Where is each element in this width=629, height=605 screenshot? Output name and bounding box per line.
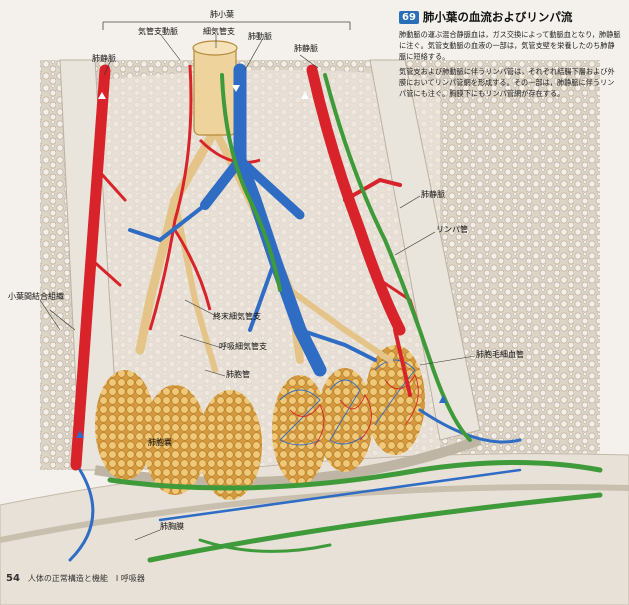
label-pulmonary-artery: 肺動脈 xyxy=(248,32,272,42)
label-alveolar-capillary: 肺胞毛細血管 xyxy=(476,350,524,360)
section-header: 69 肺小葉の血流およびリンパ流 肺動脈の運ぶ混合静脈血は，ガス交換によって動脈… xyxy=(399,9,621,99)
label-lobule: 肺小葉 xyxy=(210,10,234,20)
label-lymph-vessel: リンパ管 xyxy=(436,225,468,235)
label-bronchus: 細気管支 xyxy=(203,27,235,37)
label-pulmonary-vein-right: 肺静脈 xyxy=(421,190,445,200)
page-number: 54 xyxy=(6,573,20,584)
label-pleura: 肺胸膜 xyxy=(160,522,184,532)
label-pulmonary-vein-left: 肺静脈 xyxy=(92,54,116,64)
label-respiratory-bronchiole: 呼吸細気管支 xyxy=(219,342,267,352)
label-pulmonary-vein-top: 肺静脈 xyxy=(294,44,318,54)
label-bronchial-artery: 気管支動脈 xyxy=(138,27,178,37)
description-paragraph-2: 気管支および肺動脈に伴うリンパ管は，それぞれ結腸下層および外膜においてリンパ管網… xyxy=(399,66,621,99)
section-number: 69 xyxy=(399,11,419,24)
description-paragraph-1: 肺動脈の運ぶ混合静脈血は，ガス交換によって動脈血となり，肺静脈に注ぐ。気管支動脈… xyxy=(399,29,621,62)
running-title: 人体の正常構造と機能 Ⅰ 呼吸器 xyxy=(28,573,145,584)
label-interlobular-septum: 小葉間結合組織 xyxy=(8,292,64,302)
page-footer: 54 人体の正常構造と機能 Ⅰ 呼吸器 xyxy=(6,573,145,584)
label-terminal-bronchiole: 終末細気管支 xyxy=(213,312,261,322)
section-title: 肺小葉の血流およびリンパ流 xyxy=(423,9,573,25)
label-alveolar-sac: 肺胞嚢 xyxy=(148,438,172,448)
label-alveolar-duct: 肺胞管 xyxy=(226,370,250,380)
